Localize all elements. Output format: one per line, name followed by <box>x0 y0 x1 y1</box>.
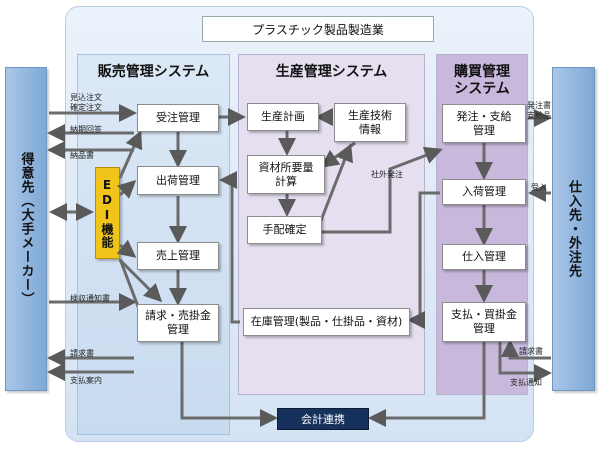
label-inspection-notice: 検収通知書 <box>70 294 110 303</box>
label-delivery-reply: 納期回答 <box>70 125 102 134</box>
sales-section-title: 販売管理システム <box>97 64 210 80</box>
accounting-link-box: 会計連携 <box>277 408 369 430</box>
flow-edi-order <box>118 130 143 179</box>
mrp-box: 資材所要量 計算 <box>247 155 325 194</box>
flow-payment-notice <box>498 342 552 382</box>
supplier-label: 仕入先・外注先 <box>566 180 581 278</box>
sales-management-box: 売上管理 <box>137 242 219 270</box>
production-planning-box: 生産計画 <box>247 103 319 131</box>
flow-edi-shipping <box>116 179 137 199</box>
order-management-box: 受注管理 <box>137 104 219 132</box>
flow-inventory-shipping <box>219 171 240 324</box>
customer-panel: 得意先（大手メーカー） <box>5 67 47 391</box>
label-order-in: 見込注文 確定注文 <box>70 93 102 112</box>
flow-edi-sales <box>116 239 137 258</box>
flow-outsourcing <box>322 146 443 234</box>
purchase-management-box: 仕入管理 <box>442 244 526 270</box>
receiving-management-box: 入荷管理 <box>442 179 526 205</box>
production-section-title: 生産管理システム <box>275 64 388 80</box>
label-delivery-slip: 納品書 <box>70 151 94 160</box>
flow-billing-accounting <box>180 342 278 427</box>
arrangement-box: 手配確定 <box>247 216 322 244</box>
production-tech-info-box: 生産技術 情報 <box>334 103 406 142</box>
label-invoice-out: 請求書 <box>70 349 94 358</box>
label-payment-guide: 支払案内 <box>70 376 102 385</box>
shipping-management-box: 出荷管理 <box>137 166 219 195</box>
flow-invoice-in <box>501 339 551 360</box>
label-po-out: 発注書 支給品 <box>527 101 551 120</box>
purchasing-section-title: 購買管理 システム <box>454 64 510 97</box>
edi-label: EDI機能 <box>100 177 114 249</box>
label-payment-notice: 支払通知 <box>510 378 542 387</box>
label-outsourcing: 社外発注 <box>371 170 403 179</box>
customer-label: 得意先（大手メーカー） <box>18 152 34 306</box>
flow-receiving-inventory <box>407 191 440 329</box>
billing-management-box: 請求・売掛金 管理 <box>137 304 219 342</box>
flow-arrangement-tech <box>318 143 353 224</box>
flow-payment-accounting <box>368 342 486 427</box>
payment-management-box: 支払・買掛金 管理 <box>442 302 526 342</box>
inventory-management-box: 在庫管理(製品・仕掛品・資材) <box>243 308 410 336</box>
label-receipt-in: 受入 <box>531 183 547 192</box>
company-banner: プラスチック製品製造業 <box>202 16 434 42</box>
edi-box: EDI機能 <box>95 167 120 259</box>
ordering-management-box: 発注・支給 管理 <box>442 104 526 143</box>
supplier-panel: 仕入先・外注先 <box>552 67 595 391</box>
label-invoice-in: 請求書 <box>519 347 543 356</box>
flow-edi-billing <box>118 258 163 303</box>
